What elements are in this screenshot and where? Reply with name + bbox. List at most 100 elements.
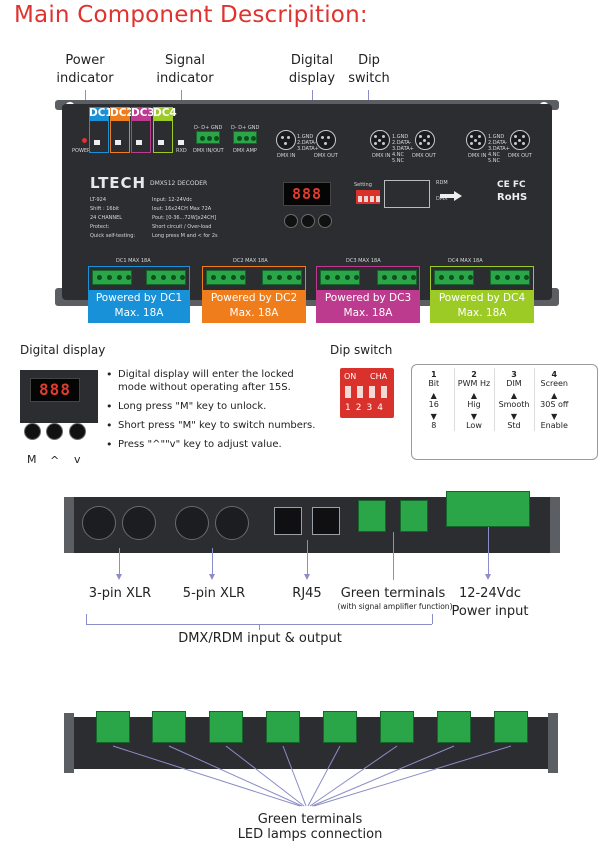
device-specs-left: LT-924 Shift : 16bit 24 CHANNEL Protect:… [90,197,136,239]
device-model: DMX512 DECODER [150,180,208,187]
rxd-label: RXD [176,148,187,154]
dip-number-row: 1234 [345,403,388,413]
dc3-power-box: Powered by DC3 Max. 18A [316,290,420,323]
xlr3-male-port[interactable] [122,506,156,540]
dip-lever-2[interactable] [357,386,363,398]
device-down-button[interactable] [318,214,332,228]
down-key-label: v [74,453,81,466]
dc3-terminal-b[interactable] [377,270,417,285]
instruction-item: Short press "M" key to switch numbers. [106,419,324,432]
xlr5-out-port[interactable] [415,130,435,150]
m-key-button[interactable] [24,423,41,440]
dmx-inout-terminal[interactable] [196,131,220,144]
device-dip-table [384,180,430,208]
side-view-output-panel [70,717,552,769]
xlr5b-out-label: DMX OUT [508,153,532,159]
dc2-terminal-a[interactable] [206,270,246,285]
switch-down-icon: ▼ [551,411,558,421]
bracket-right [432,614,433,624]
led-output-terminal[interactable] [437,711,471,743]
dip-lever-1[interactable] [345,386,351,398]
device-dip-switch[interactable] [356,190,380,204]
xlr5b-out-port[interactable] [510,130,530,150]
dc1-max-label: DC1 MAX 18A [116,258,151,264]
up-key-button[interactable] [46,423,63,440]
output-flange-right [548,713,558,773]
xlr3-female-port[interactable] [82,506,116,540]
dc1-terminal-b[interactable] [146,270,186,285]
dc1-terminal-a[interactable] [92,270,132,285]
rj45-label: RJ45 [292,586,322,601]
led-output-terminal[interactable] [323,711,357,743]
dc4-tag: DC4 [153,107,177,121]
dc4-terminal-a[interactable] [434,270,474,285]
xlr3-in-port[interactable] [276,130,296,150]
rj45-out-port[interactable] [312,507,340,535]
device-up-button[interactable] [301,214,315,228]
switch-up-icon: ▲ [510,390,518,400]
device-m-button[interactable] [284,214,298,228]
xlr5-in-port[interactable] [370,130,390,150]
xlr5b-in-port[interactable] [466,130,486,150]
table-cell: ▲Smooth [494,389,535,410]
xlr5-female-port[interactable] [175,506,209,540]
power-input-label: Power input [451,604,529,619]
xlr5b-in-label: DMX IN [468,153,487,159]
dc1-tag: DC1 [89,107,113,121]
xlr5-pin-label: 1.GND 2.DATA- 3.DATA+ 4.NC 5.NC [392,134,414,164]
m-key-label: M [27,453,37,466]
dc4-terminal-b[interactable] [490,270,530,285]
dc3-terminal-a[interactable] [320,270,360,285]
xlr3-in-label: DMX IN [277,153,296,159]
rxd-led [178,140,184,145]
led-output-terminal[interactable] [380,711,414,743]
led-output-terminal[interactable] [266,711,300,743]
switch-up-icon: ▲ [430,390,437,400]
dc3-frame [131,121,151,153]
xlr5-leader [209,548,215,580]
switch-down-icon: ▼ [430,411,437,421]
power-led-label: POWER [72,148,91,154]
green-terminal-leader [393,532,394,580]
dip-lever-3[interactable] [369,386,375,398]
dmx-inout-pins: D- D+ GND [194,125,223,131]
xlr5-male-port[interactable] [215,506,249,540]
dmx-inout-label: DMX IN/OUT [193,148,224,154]
dc3-group-outline [316,266,420,290]
rj45-in-port[interactable] [274,507,302,535]
dip-switch-heading: Dip switch [330,343,393,357]
power-led [82,138,87,143]
amp-terminal-b[interactable] [400,500,428,532]
switch-down-icon: ▼ [510,411,518,421]
down-key-button[interactable] [69,423,86,440]
led-output-terminal[interactable] [96,711,130,743]
output-connector-lines [112,745,512,807]
dc2-tag: DC2 [110,107,134,121]
led-output-terminal[interactable] [494,711,528,743]
xlr3-out-port[interactable] [316,130,336,150]
power-input-terminal[interactable] [446,491,530,527]
table-row: ▲16 ▲Hig ▲Smooth ▲30S off [414,389,574,410]
table-row: ▼8 ▼Low ▼Std ▼Enable [414,410,574,431]
table-cell: ▲Hig [454,389,495,410]
dc1-group-outline [88,266,190,290]
dc2-terminal-b[interactable] [262,270,302,285]
xlr5-label: 5-pin XLR [182,586,246,601]
table-cell: ▼Std [494,410,535,431]
side-view-flange-left [64,497,74,553]
dc2-led [115,140,121,145]
power-voltage-label: 12-24Vdc [458,586,522,601]
led-output-terminal[interactable] [209,711,243,743]
amp-terminal-a[interactable] [358,500,386,532]
display-instructions: Digital display will enter the locked mo… [106,368,324,457]
dip-lever-4[interactable] [381,386,387,398]
rj45-leader [304,540,310,580]
device-setting-label: Setting [354,182,372,188]
dmx-amp-terminal[interactable] [233,131,257,144]
xlr3-pin-label: 1.GND 2.DATA- 3.DATA+ [297,134,319,152]
led-output-terminal[interactable] [152,711,186,743]
callout-dip-switch: Dip switch [348,53,390,86]
